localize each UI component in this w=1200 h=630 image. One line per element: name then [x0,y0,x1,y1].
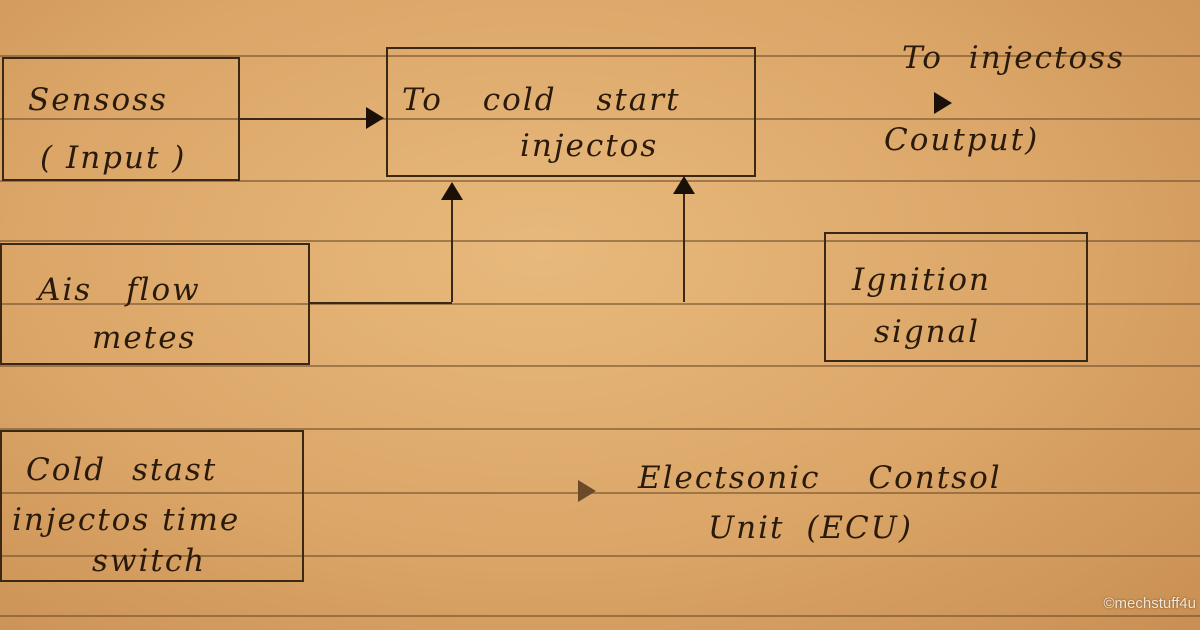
time-switch-label-line1: Cold stast [26,452,218,488]
arrow-up-icon [673,176,695,194]
watermark: ©mechstuff4u [1103,595,1197,612]
ruled-line [0,492,1200,494]
cold-start-injector-label-line2: injectos [520,128,659,164]
air-flow-meter-box [0,243,310,365]
air-flow-connector [310,302,452,304]
ecu-label-line1: Electsonic Contsol [638,460,1002,496]
ruled-line [0,615,1200,617]
arrow-right-icon [934,92,952,114]
ignition-signal-label-line2: signal [874,314,981,350]
time-switch-label-line3: switch [92,543,207,579]
ruled-line [0,118,1200,120]
cold-start-injector-label-line1: To cold start [402,82,681,118]
ruled-line [0,428,1200,430]
ruled-line [0,365,1200,367]
time-switch-label-line2: injectos time [12,502,241,538]
sensors-box [2,57,240,181]
ruled-line [0,55,1200,57]
ruled-line [0,303,1200,305]
sensors-label-line2: ( Input ) [40,140,187,176]
to-injectors-label-line2: Coutput) [884,122,1040,158]
sensors-to-cold-start-connector [240,118,368,120]
ignition-to-cold-start-connector [683,194,685,302]
to-injectors-label-line1: To injectoss [902,40,1125,76]
cold-start-injector-box [386,47,756,177]
arrow-right-icon [366,107,384,129]
arrow-right-icon [578,480,596,502]
ruled-line [0,240,1200,242]
ruled-line [0,555,1200,557]
air-flow-to-cold-start-connector [451,200,453,302]
ecu-label-line2: Unit (ECU) [708,510,913,546]
sensors-label-line1: Sensoss [28,82,168,118]
ruled-line [0,180,1200,182]
air-flow-meter-label-line1: Ais flow [38,272,201,308]
time-switch-box [0,430,304,582]
ignition-signal-label-line1: Ignition [852,262,991,298]
ignition-signal-box [824,232,1088,362]
arrow-up-icon [441,182,463,200]
air-flow-meter-label-line2: metes [92,320,197,356]
